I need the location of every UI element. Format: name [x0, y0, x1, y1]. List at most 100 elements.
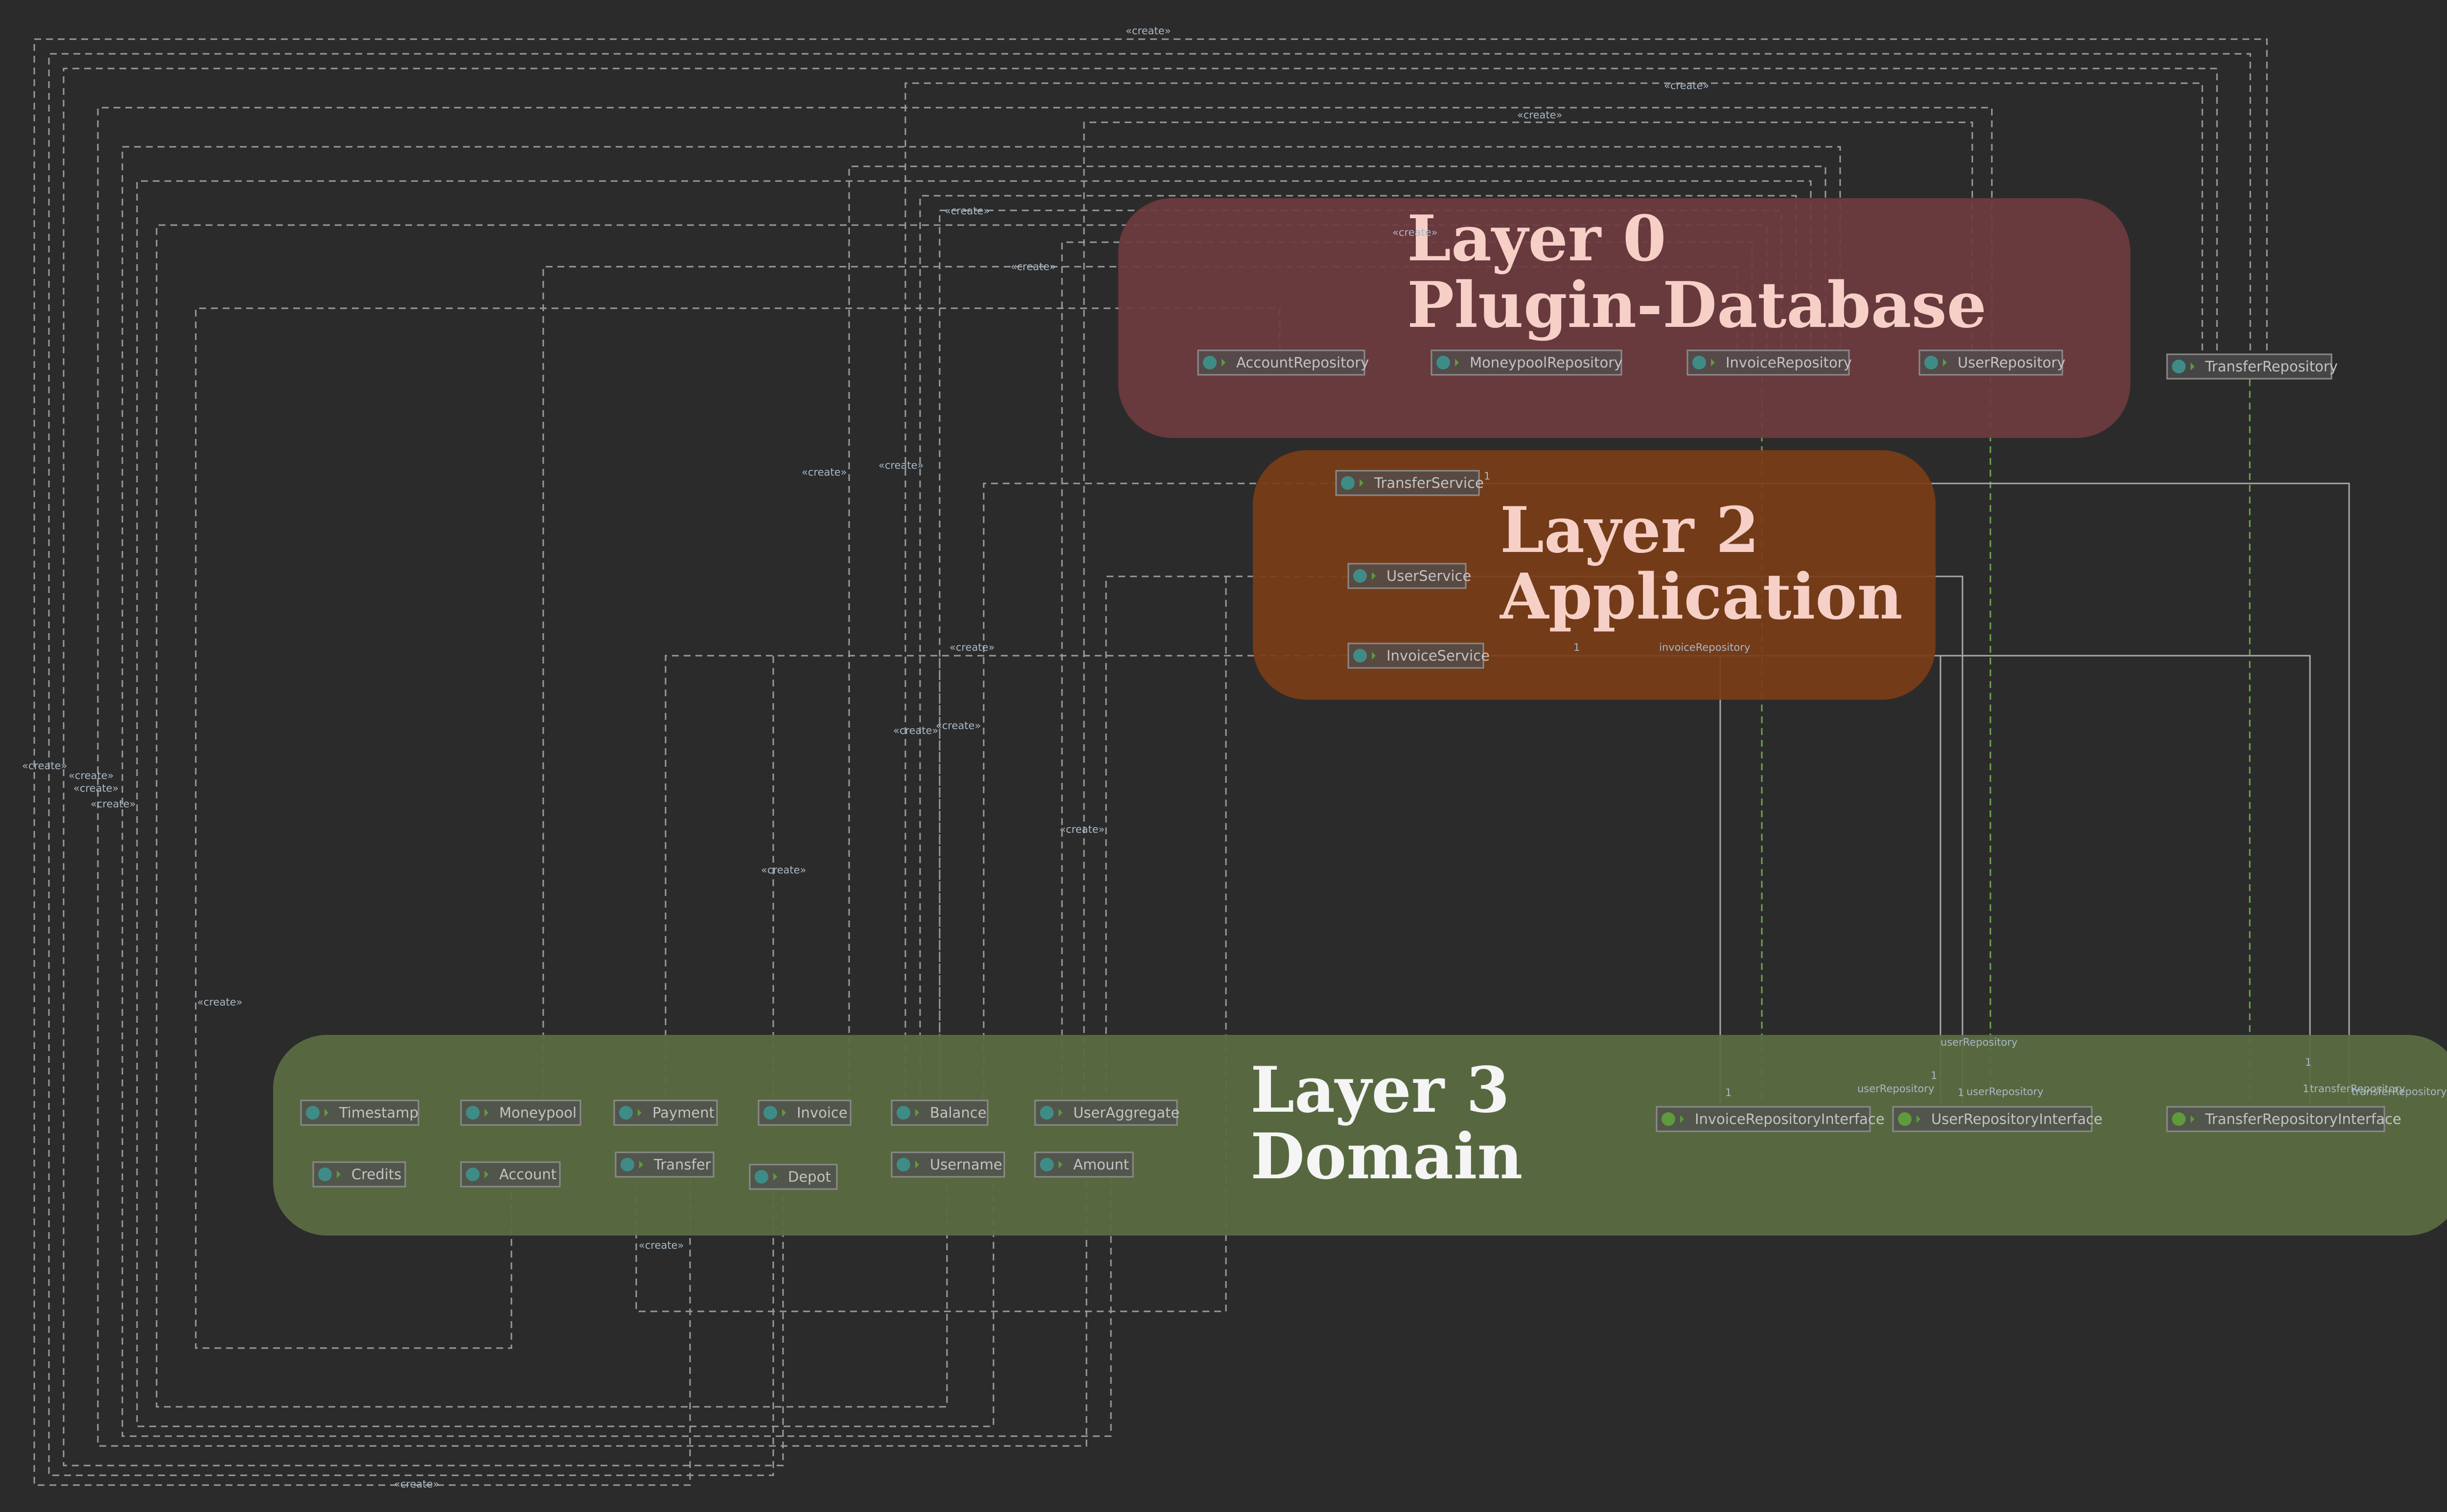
credits-label: Credits	[351, 1166, 401, 1183]
transfer-repository-node[interactable]: TransferRepository	[2166, 353, 2338, 380]
account-repository-label: AccountRepository	[1236, 354, 1369, 371]
invoice-repository-interface-box[interactable]	[1656, 1106, 1871, 1132]
class-icon	[619, 1106, 633, 1120]
multiplicity-label: 1	[2305, 1056, 2311, 1068]
multiplicity-label: 1	[1931, 1070, 1937, 1081]
public-visibility-icon	[2191, 1115, 2194, 1123]
user-service-box[interactable]	[1347, 563, 1467, 589]
create-wire	[63, 68, 2218, 1466]
invoice-service-node[interactable]: InvoiceService	[1347, 642, 1490, 669]
user-service-node[interactable]: UserService	[1347, 563, 1471, 589]
public-visibility-icon	[1059, 1161, 1062, 1168]
layer-domain-subheading: Domain	[1250, 1120, 1523, 1193]
class-icon	[755, 1170, 768, 1184]
user-repository-interface-node[interactable]: UserRepositoryInterface	[1892, 1106, 2102, 1132]
public-visibility-icon	[1222, 359, 1225, 367]
invoice-node[interactable]: Invoice	[758, 1100, 852, 1126]
create-wire	[1083, 121, 1973, 1104]
moneypool-node[interactable]: Moneypool	[460, 1100, 581, 1126]
association-label: transferRepository	[2310, 1083, 2405, 1095]
layer-plugin-heading: Layer 0	[1407, 202, 1666, 275]
association-label: userRepository	[1966, 1086, 2043, 1098]
balance-node[interactable]: Balance	[891, 1100, 989, 1126]
transfer-repository-interface-box[interactable]	[2166, 1106, 2385, 1132]
create-wire	[156, 224, 1768, 1408]
username-label: Username	[930, 1156, 1002, 1173]
account-node[interactable]: Account	[460, 1161, 561, 1188]
user-aggregate-label: UserAggregate	[1073, 1104, 1179, 1121]
invoice-service-box[interactable]	[1347, 642, 1484, 669]
moneypool-box[interactable]	[460, 1100, 581, 1126]
account-repository-node[interactable]: AccountRepository	[1197, 349, 1369, 376]
moneypool-repository-label: MoneypoolRepository	[1470, 354, 1622, 371]
create-label: «create»	[1392, 227, 1437, 238]
multiplicity-label: 1	[1725, 1087, 1731, 1099]
public-visibility-icon	[324, 1109, 328, 1117]
create-label: «create»	[1664, 80, 1709, 92]
create-label: «create»	[893, 725, 938, 736]
multiplicity-label: 1	[1573, 641, 1580, 653]
invoice-repository-interface-node[interactable]: InvoiceRepositoryInterface	[1656, 1106, 1885, 1132]
invoice-repository-node[interactable]: InvoiceRepository	[1686, 349, 1852, 376]
create-label: «create»	[945, 205, 990, 217]
create-label: «create»	[69, 770, 114, 781]
class-icon	[1341, 476, 1355, 490]
moneypool-repository-node[interactable]: MoneypoolRepository	[1431, 349, 1622, 376]
create-wire	[121, 146, 1841, 1437]
depot-node[interactable]: Depot	[749, 1164, 838, 1190]
create-wire	[635, 576, 1227, 1312]
create-label: «create»	[1126, 25, 1171, 37]
timestamp-node[interactable]: Timestamp	[300, 1100, 419, 1126]
depot-label: Depot	[788, 1168, 831, 1185]
moneypool-repository-box[interactable]	[1431, 349, 1622, 376]
edge-labels: «create» «create» «create» «create» «cre…	[22, 25, 2447, 1490]
transfer-repository-interface-node[interactable]: TransferRepositoryInterface	[2166, 1106, 2401, 1132]
payment-label: Payment	[652, 1104, 715, 1121]
create-label: «create»	[197, 996, 242, 1008]
public-visibility-icon	[337, 1170, 341, 1178]
moneypool-label: Moneypool	[499, 1104, 577, 1121]
class-icon	[306, 1106, 320, 1120]
transfer-service-node[interactable]: TransferService	[1335, 470, 1484, 496]
public-visibility-icon	[1059, 1109, 1062, 1117]
public-visibility-icon	[782, 1109, 786, 1117]
layer-application-title: Layer 2 Application	[1500, 494, 1903, 634]
public-visibility-icon	[1455, 359, 1459, 367]
balance-label: Balance	[930, 1104, 987, 1121]
layer-application-subheading: Application	[1500, 560, 1903, 634]
transfer-service-label: TransferService	[1374, 475, 1484, 491]
layer-plugin-panel	[1118, 198, 2130, 438]
public-visibility-icon	[1360, 479, 1363, 487]
interface-icon	[1662, 1112, 1675, 1126]
timestamp-label: Timestamp	[339, 1104, 418, 1121]
username-node[interactable]: Username	[891, 1151, 1005, 1178]
create-wire	[983, 482, 1339, 1104]
class-icon	[1203, 356, 1217, 369]
transfer-node[interactable]: Transfer	[615, 1151, 715, 1178]
account-label: Account	[499, 1166, 556, 1183]
user-repository-interface-box[interactable]	[1892, 1106, 2093, 1132]
create-label: «create»	[1517, 109, 1562, 121]
amount-node[interactable]: Amount	[1034, 1151, 1134, 1178]
public-visibility-icon	[485, 1170, 488, 1178]
class-icon	[466, 1168, 480, 1181]
user-repository-node[interactable]: UserRepository	[1918, 349, 2065, 376]
public-visibility-icon	[915, 1109, 919, 1117]
create-wire	[1105, 575, 1348, 1104]
timestamp-box[interactable]	[300, 1100, 419, 1126]
account-repository-box[interactable]	[1197, 349, 1365, 376]
create-label: «create»	[761, 864, 806, 876]
create-label: «create»	[394, 1478, 439, 1490]
username-box[interactable]	[891, 1151, 1005, 1178]
credits-node[interactable]: Credits	[312, 1161, 406, 1188]
multiplicity-label: 1	[1958, 1087, 1964, 1099]
user-repository-interface-label: UserRepositoryInterface	[1931, 1111, 2102, 1127]
payment-node[interactable]: Payment	[613, 1100, 718, 1126]
association-label: invoiceRepository	[1659, 641, 1750, 653]
create-label: «create»	[949, 641, 994, 653]
transfer-service-box[interactable]	[1335, 470, 1480, 496]
association-label: userRepository	[1857, 1083, 1934, 1095]
user-aggregate-node[interactable]: UserAggregate	[1034, 1100, 1179, 1126]
invoice-service-label: InvoiceService	[1386, 647, 1490, 664]
create-label: «create»	[91, 798, 136, 810]
